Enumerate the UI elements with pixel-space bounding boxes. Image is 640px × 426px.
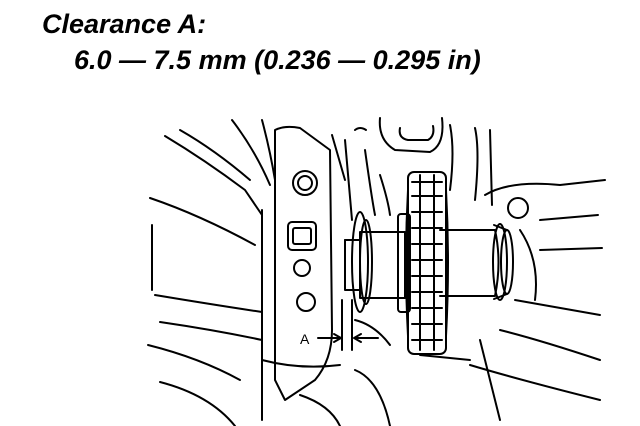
spec-heading: Clearance A: 6.0 — 7.5 mm (0.236 — 0.295… [0,0,640,90]
idler-gear [397,171,449,355]
right-housing [469,179,606,401]
clearance-title: Clearance A: [42,9,207,39]
clearance-label-a: A [300,331,310,347]
bearing-collar-right [492,223,514,301]
clearance-indicator [317,299,391,351]
housing-outline [147,119,276,426]
top-housing [354,117,493,216]
lower-housing [261,339,501,426]
thrust-washer-left [351,211,373,313]
housing-plate [274,125,353,401]
clearance-spec: 6.0 — 7.5 mm (0.236 — 0.295 in) [74,45,481,75]
